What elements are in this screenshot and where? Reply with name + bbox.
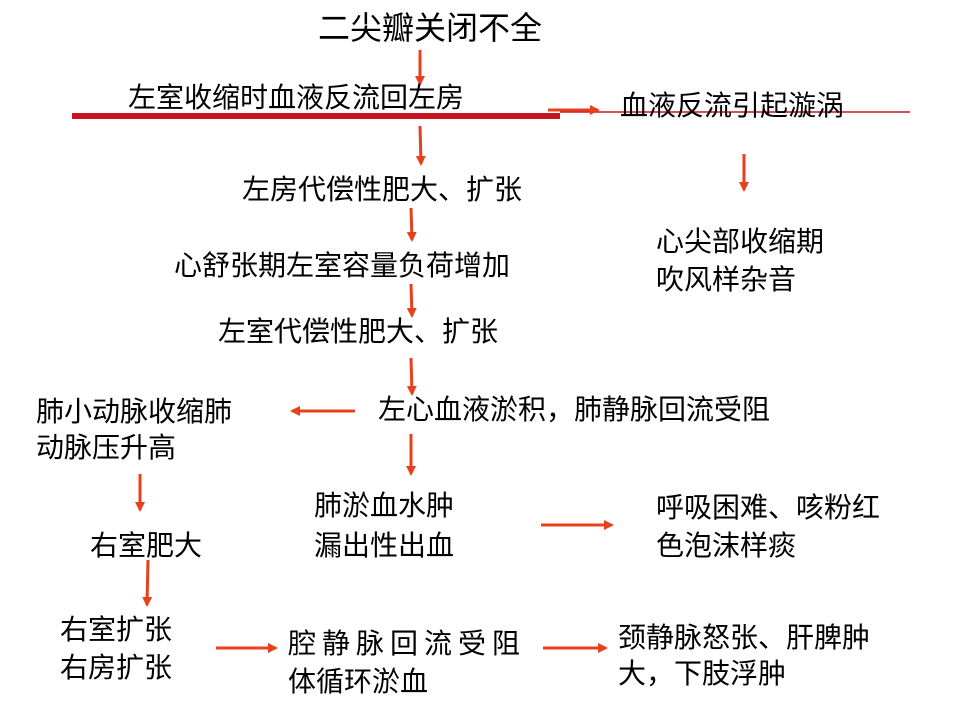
node-edema-line1: 肺淤血水肿 xyxy=(314,489,455,522)
node-venous-line2: 体循环淤血 xyxy=(288,665,429,698)
node-congestion: 左心血液淤积，肺静脉回流受阻 xyxy=(378,393,771,426)
arrow-la-to-lv-load xyxy=(406,207,417,242)
node-edema-line2: 漏出性出血 xyxy=(314,529,455,562)
node-murmur-line1: 心尖部收缩期 xyxy=(656,225,825,258)
diagram-title: 二尖瓣关闭不全 xyxy=(318,9,543,47)
arrow-lv-load-to-lv-hypertrophy xyxy=(406,283,417,318)
node-murmur-line2: 吹风样杂音 xyxy=(656,263,797,296)
node-symptoms-line2: 色泡沫样痰 xyxy=(656,529,797,562)
node-lv-volume-load: 心舒张期左室容量负荷增加 xyxy=(174,249,511,282)
node-symptoms-line1: 呼吸困难、咳粉红 xyxy=(656,491,881,524)
node-regurgitation: 左室收缩时血液反流回左房 xyxy=(128,81,465,114)
arrow-rv-to-dilation xyxy=(142,559,153,607)
node-signs-line2: 大，下肢浮肿 xyxy=(618,657,787,690)
arrow-lv-to-congestion xyxy=(406,357,417,396)
node-rv-dilation: 右室扩张 xyxy=(60,613,173,646)
node-la-hypertrophy: 左房代偿性肥大、扩张 xyxy=(242,173,523,206)
node-venous-line1: 腔静脉回流受阻 xyxy=(288,627,527,660)
node-pa-line2: 动脉压升高 xyxy=(36,431,177,464)
node-pa-line1: 肺小动脉收缩肺 xyxy=(36,395,233,428)
node-lv-hypertrophy: 左室代偿性肥大、扩张 xyxy=(218,315,499,348)
arrow-regurgitation-to-la xyxy=(415,125,426,166)
node-rv-hypertrophy: 右室肥大 xyxy=(90,529,203,562)
node-vortex: 血液反流引起漩涡 xyxy=(620,89,845,122)
node-ra-dilation: 右房扩张 xyxy=(60,651,173,684)
node-signs-line1: 颈静脉怒张、肝脾肿 xyxy=(618,621,871,654)
